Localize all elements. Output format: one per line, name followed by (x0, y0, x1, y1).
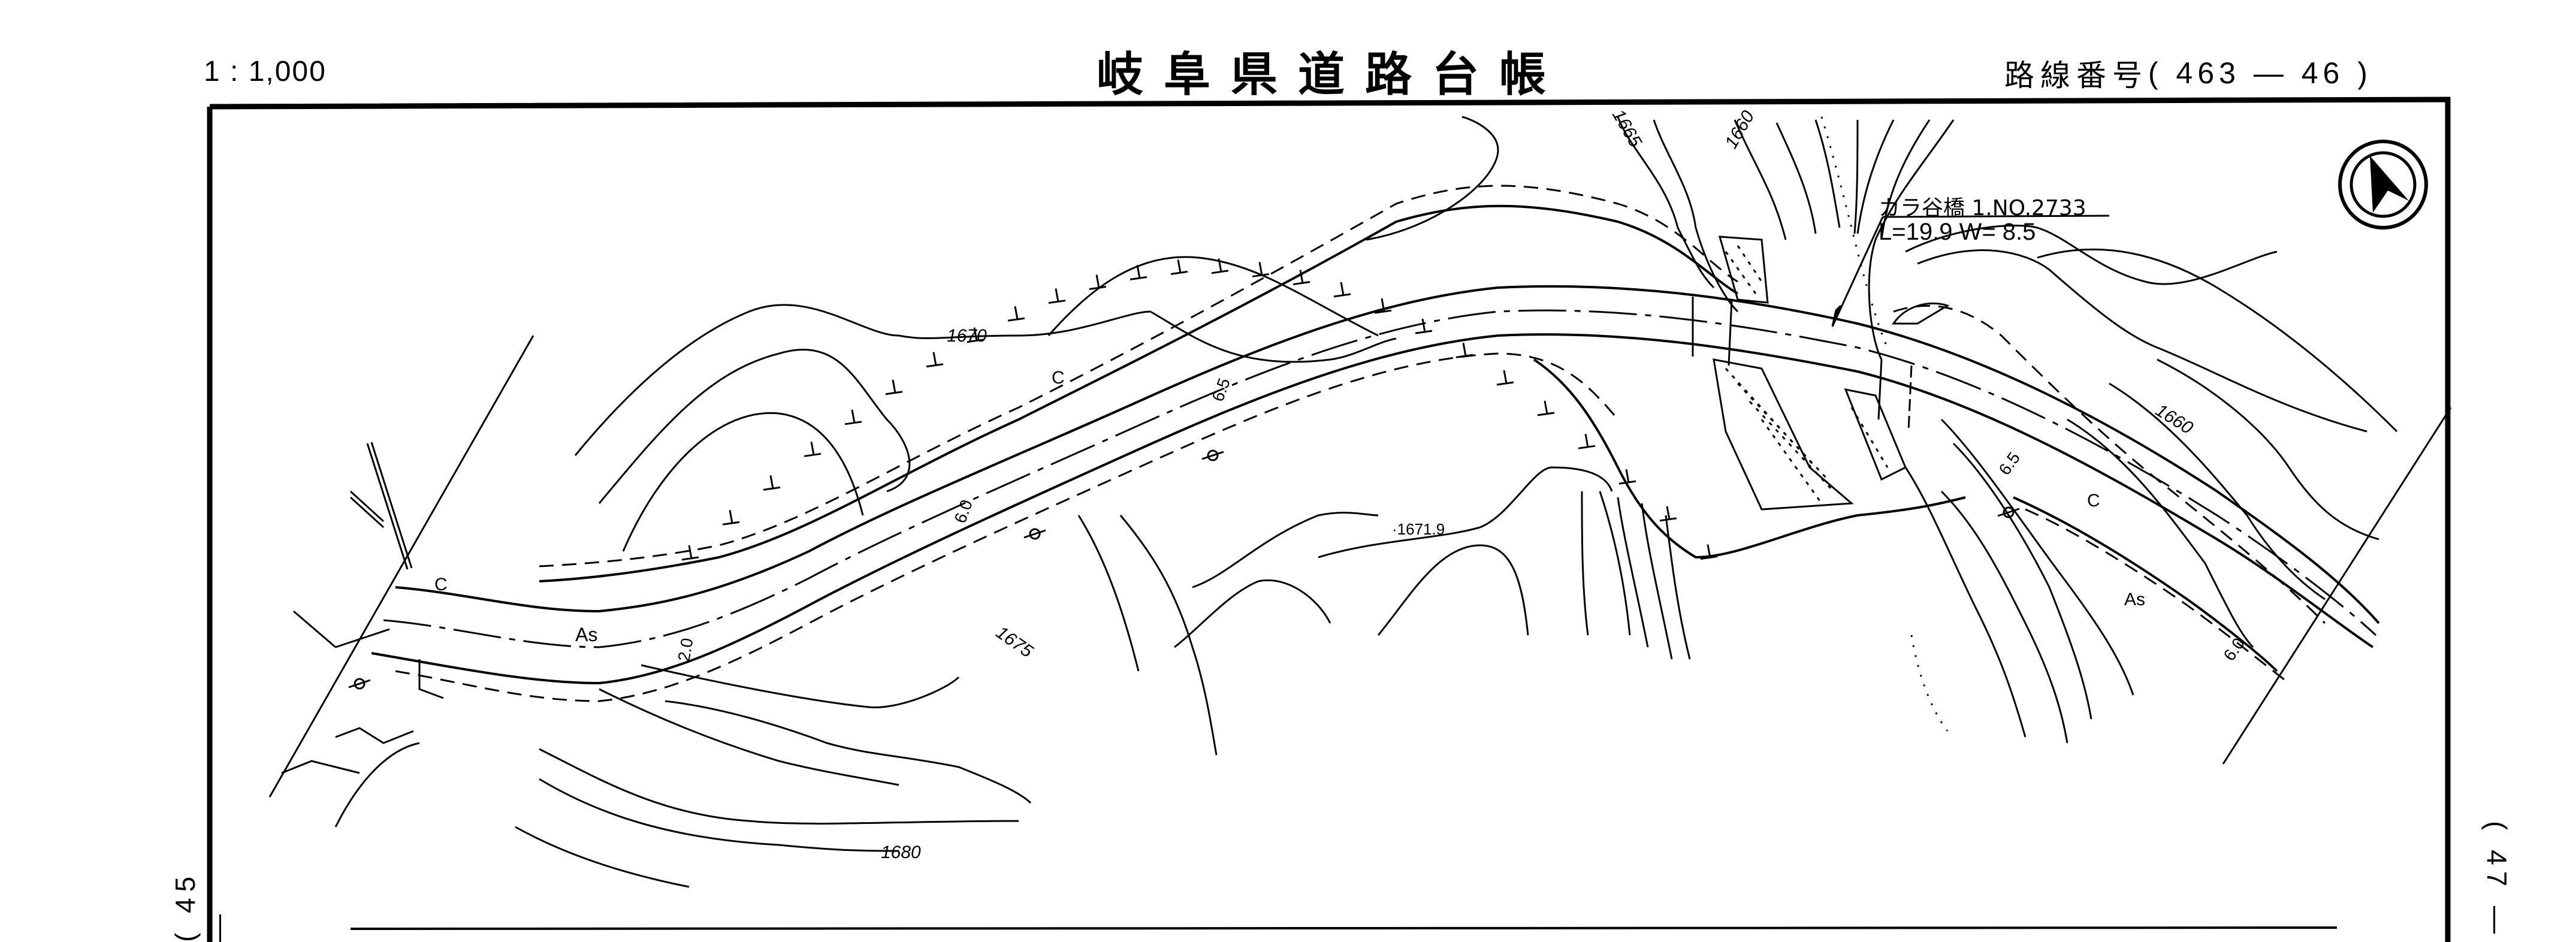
surface-label-concrete-right: C (2087, 491, 2100, 511)
slope-hatch-mark (1089, 274, 1107, 291)
slope-hatch-mark (1130, 265, 1147, 280)
width-label-6-0-right: 6.0 (2220, 635, 2249, 665)
scale-label: 1 : 1,000 (204, 56, 327, 87)
slope-hatch-mark (1415, 318, 1433, 334)
left-structures (281, 442, 444, 774)
width-label-6-5-right: 6.5 (1995, 449, 2024, 479)
slope-hatch-mark (967, 327, 985, 343)
contour-lines (334, 116, 2398, 888)
slope-hatch-mark (1700, 544, 1718, 560)
bridge-spec: L=19.9 W= 8.5 (1879, 219, 2036, 245)
slope-hatch-mark (1292, 270, 1310, 286)
slope-hatch-mark (722, 510, 740, 526)
bridge-deck (1692, 297, 1913, 432)
slope-hatch-mark (804, 442, 822, 457)
retaining-wall-hatched (1713, 236, 1950, 511)
contour-label-1665: 1665 (1608, 106, 1645, 151)
route-number-value: ( 463 — 46 ) (2148, 56, 2372, 90)
slope-hatch-mark (1537, 400, 1555, 416)
surface-label-asphalt-left: As (575, 624, 597, 645)
surface-label-concrete-mid: C (1052, 368, 1065, 388)
contour-label-1660-right: 1660 (2152, 400, 2196, 439)
slope-hatch-mark (1333, 282, 1351, 298)
slope-hatch-mark (1659, 506, 1677, 522)
utility-pole-symbols (348, 449, 2020, 690)
slope-hatch-mark (1374, 298, 1392, 314)
page-title: 岐阜県道路台帳 (1097, 48, 1567, 102)
slope-hatch-mark (1496, 370, 1514, 386)
width-label-6-5-mid: 6.5 (1209, 376, 1234, 404)
slope-hatches (681, 258, 1718, 561)
slope-hatch-mark (926, 352, 944, 368)
slope-hatch-mark (1007, 306, 1025, 322)
next-sheet-ref: ( 47 — (2481, 821, 2512, 940)
slope-hatch-mark (763, 475, 781, 491)
spot-height: ·1671.9 (1392, 520, 1445, 538)
slope-hatch-mark (1455, 342, 1473, 358)
map-frame (207, 96, 2451, 942)
surface-label-asphalt-right: As (2124, 590, 2145, 609)
bridge-name: カラ谷橋 1.NO.2733 (1879, 196, 2086, 221)
contour-label-1675: 1675 (992, 623, 1037, 662)
contour-label-1660-top: 1660 (1721, 107, 1758, 152)
north-arrow-icon (2338, 140, 2428, 230)
stream (1820, 116, 1955, 732)
map-boundary (268, 335, 2452, 798)
slope-hatch-mark (1211, 258, 1229, 274)
slope-hatch-mark (1252, 262, 1270, 277)
width-label-6-0-left: 6.0 (951, 497, 976, 526)
bridge-leader (1831, 215, 2110, 327)
route-number: 路線番号 ( 463 — 46 ) (2004, 52, 2372, 95)
route-number-label: 路線番号 (2004, 58, 2148, 93)
slope-hatch-mark (681, 545, 699, 561)
contour-label-1670: 1670 (947, 326, 987, 346)
slope-hatch-mark (885, 379, 903, 395)
slope-hatch-mark (1618, 469, 1636, 485)
slope-hatch-mark (1048, 288, 1066, 304)
slope-hatch-mark (844, 409, 862, 425)
slope-hatch-mark (1578, 433, 1596, 449)
slope-hatch-mark (1170, 259, 1188, 275)
surface-label-concrete-left: C (434, 575, 448, 594)
road-alignment (371, 185, 2380, 702)
contour-label-1680: 1680 (881, 843, 921, 862)
width-label-2-0: 2.0 (674, 636, 696, 663)
